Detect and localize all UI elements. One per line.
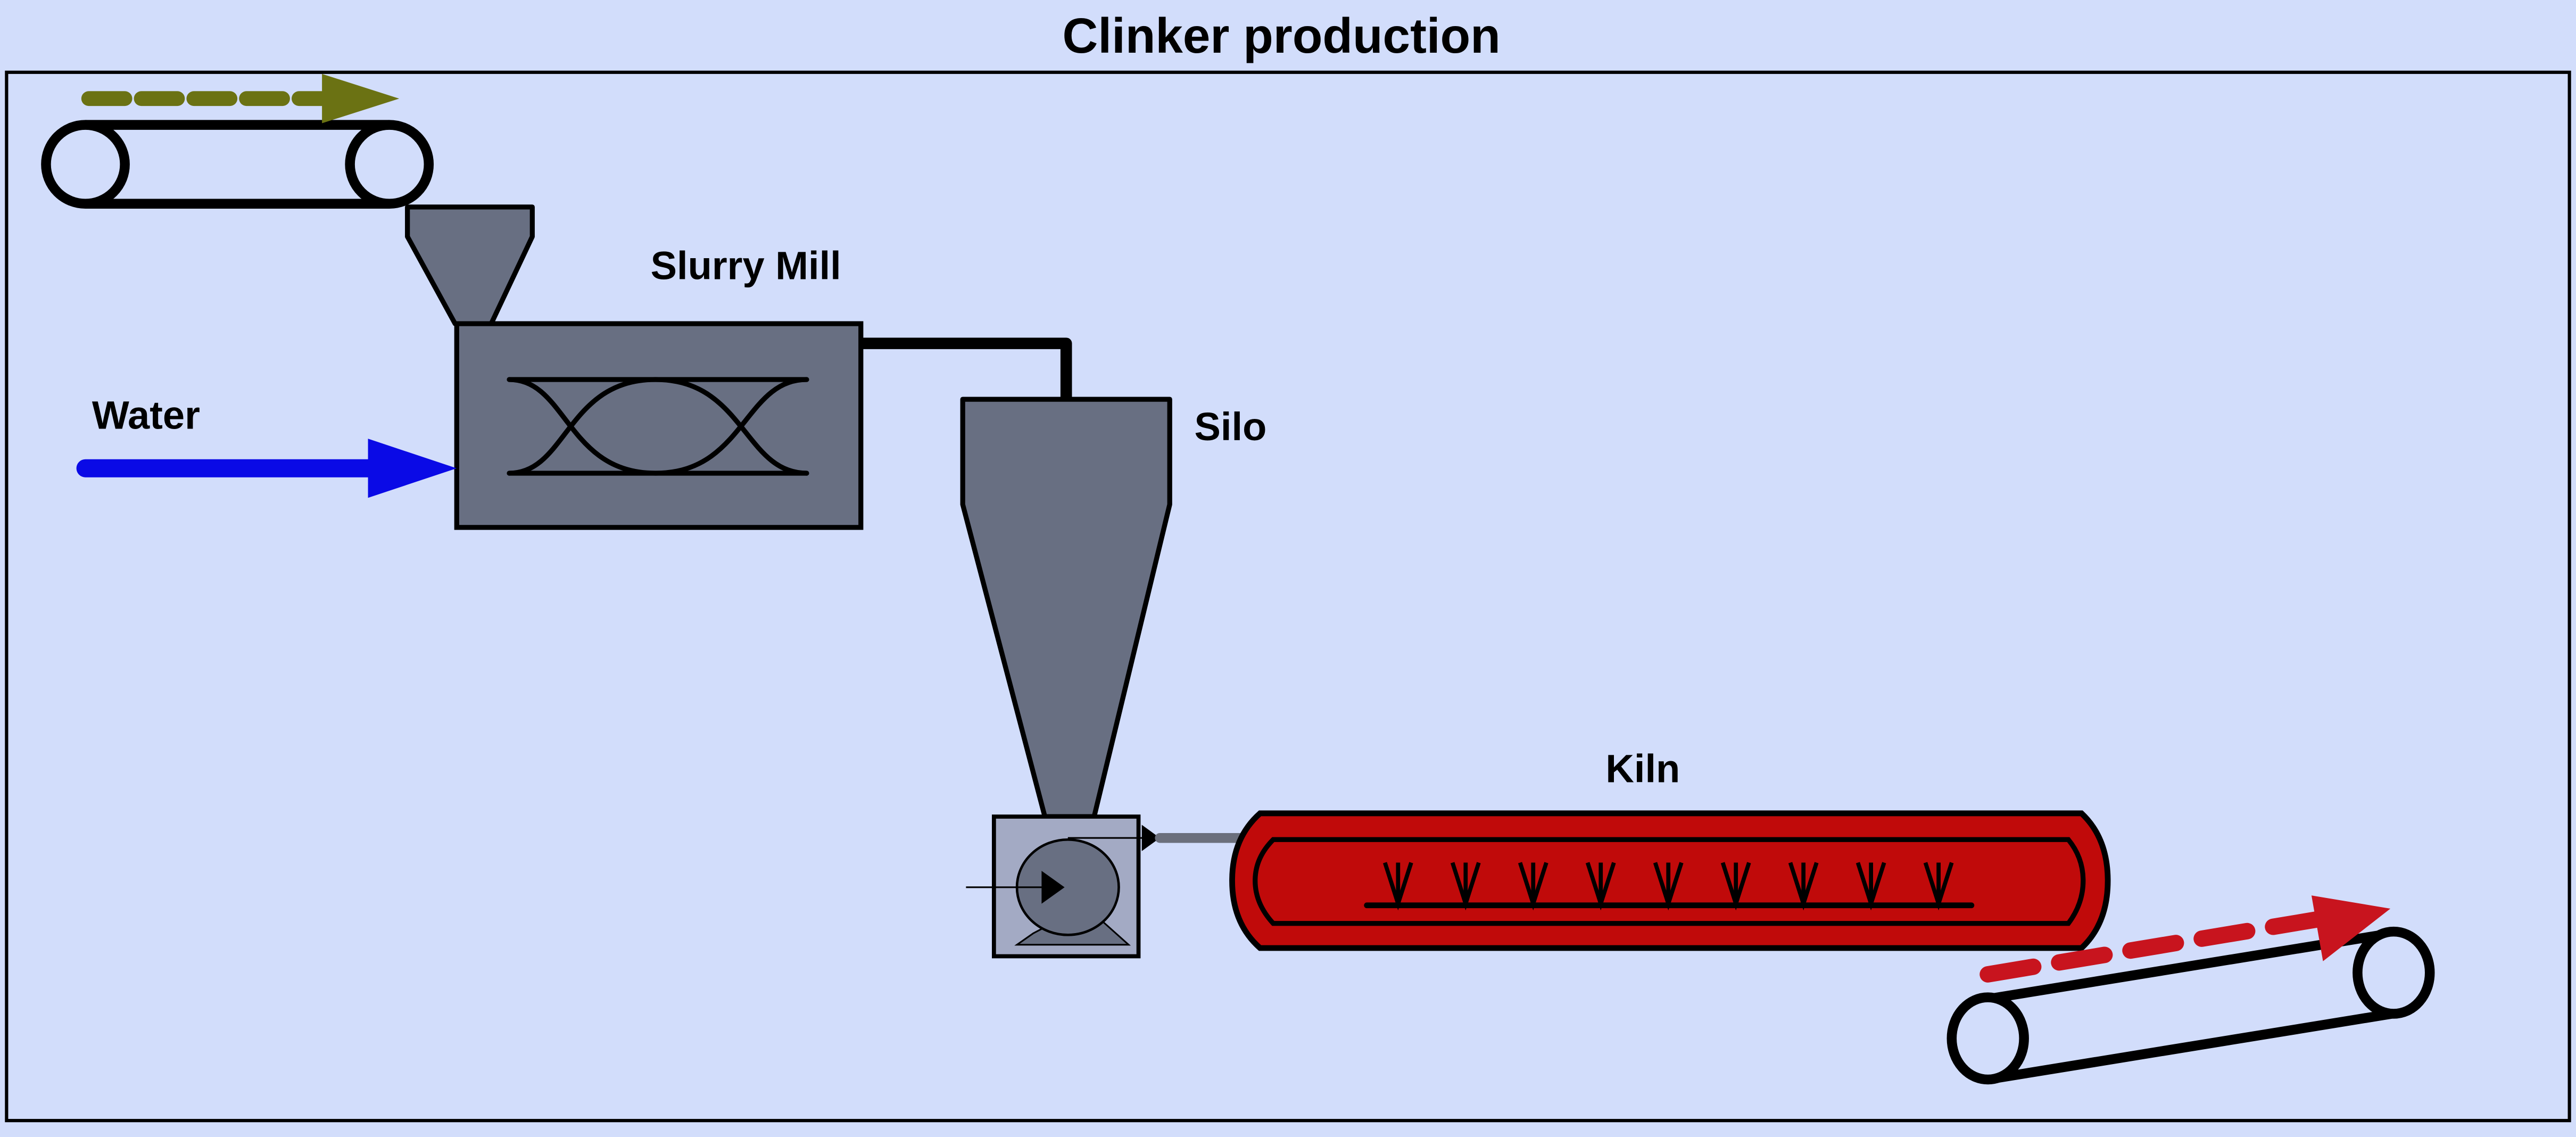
kiln-burners	[1382, 862, 1954, 911]
burner-flame-icon	[1585, 862, 1616, 911]
raw-material-flow-arrow	[81, 73, 400, 123]
clinker-flow-arrow	[1979, 895, 2391, 983]
diagram-frame	[5, 70, 2571, 1123]
water-flow-arrow	[76, 439, 457, 498]
burner-flame-icon	[1720, 862, 1751, 911]
kiln[interactable]	[1229, 810, 2111, 951]
pump-direction-icon	[1041, 870, 1065, 904]
slurry-mill[interactable]	[454, 321, 864, 530]
pump-outlet-arrow-icon	[1141, 825, 1160, 851]
diagram-title: Clinker production	[1062, 8, 1500, 63]
slurry-mill-body	[454, 321, 864, 530]
burner-flame-icon	[1518, 862, 1548, 911]
kiln-label: Kiln	[1605, 746, 1680, 790]
arrowhead-icon	[322, 73, 400, 123]
burner-flame-icon	[1450, 862, 1481, 911]
burner-flame-icon	[1856, 862, 1886, 911]
arrowhead-icon	[368, 439, 457, 498]
clinker-conveyor[interactable]	[1947, 926, 2435, 1085]
burner-flame-icon	[1382, 862, 1413, 911]
conveyor-roller-left	[41, 120, 130, 209]
conveyor-belt	[85, 120, 390, 209]
arrowhead-icon	[2311, 895, 2391, 961]
conveyor-roller-right	[2353, 926, 2435, 1019]
mixer-symbol-icon	[507, 377, 809, 476]
slurry-pump[interactable]	[966, 814, 1160, 959]
burner-flame-icon	[1923, 862, 1954, 911]
water-label: Water	[92, 393, 200, 438]
burner-flame-icon	[1653, 862, 1684, 911]
burner-flame-icon	[1788, 862, 1819, 911]
conveyor-roller-left	[1947, 992, 2029, 1085]
silo-label: Silo	[1195, 405, 1267, 449]
slurry-mill-label: Slurry Mill	[651, 244, 841, 288]
feed-conveyor[interactable]	[41, 120, 434, 209]
pipe-mill-to-silo	[860, 337, 1072, 405]
conveyor-roller-right	[345, 120, 434, 209]
